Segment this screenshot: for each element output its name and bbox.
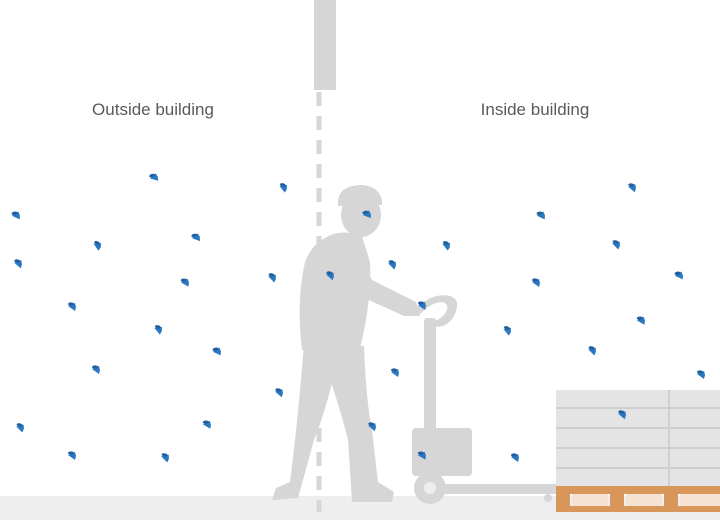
fly-icon [275, 388, 283, 398]
fly-icon [202, 420, 211, 429]
fly-icon [628, 183, 636, 193]
pallet-jack-icon [412, 295, 562, 504]
fly-icon [11, 211, 20, 220]
building-boundary [314, 0, 336, 512]
fly-icon [391, 368, 399, 377]
carton-stack [556, 390, 720, 486]
fly-icon [16, 423, 24, 433]
fly-icon [697, 370, 705, 379]
fly-icon [674, 271, 683, 280]
fly-icon [532, 278, 540, 287]
fly-icon [14, 259, 22, 269]
fly-icon [68, 451, 76, 460]
pallet-icon [556, 390, 720, 512]
fly-icon [212, 347, 221, 356]
fly-icon [268, 273, 276, 283]
fly-icon [418, 301, 426, 310]
fly-icon [588, 346, 596, 356]
fly-icon [180, 278, 189, 287]
fly-icon [362, 210, 371, 219]
person-silhouette-icon [272, 185, 420, 502]
fly-icon [279, 183, 287, 193]
wall-post [314, 0, 336, 90]
fly-icon [93, 241, 102, 251]
pallet-wood [556, 486, 720, 512]
outside-building-label: Outside building [92, 100, 214, 119]
fly-icon [92, 365, 100, 374]
fly-icon [149, 173, 159, 181]
fly-icon [68, 302, 76, 311]
fly-icon [442, 241, 450, 251]
fly-icon [536, 211, 545, 220]
inside-building-label: Inside building [480, 100, 590, 119]
fly-icon [503, 326, 511, 336]
flies-layer [11, 173, 705, 463]
fly-icon [618, 410, 626, 420]
fly-icon [191, 233, 200, 242]
fly-icon [511, 453, 519, 462]
fly-icon [326, 271, 334, 281]
fly-icon [388, 260, 396, 270]
fly-icon [612, 240, 620, 250]
fly-icon [636, 316, 645, 325]
fly-icon [154, 325, 162, 335]
fly-icon [417, 451, 426, 460]
fly-icon [161, 453, 169, 463]
fly-icon [368, 422, 376, 432]
